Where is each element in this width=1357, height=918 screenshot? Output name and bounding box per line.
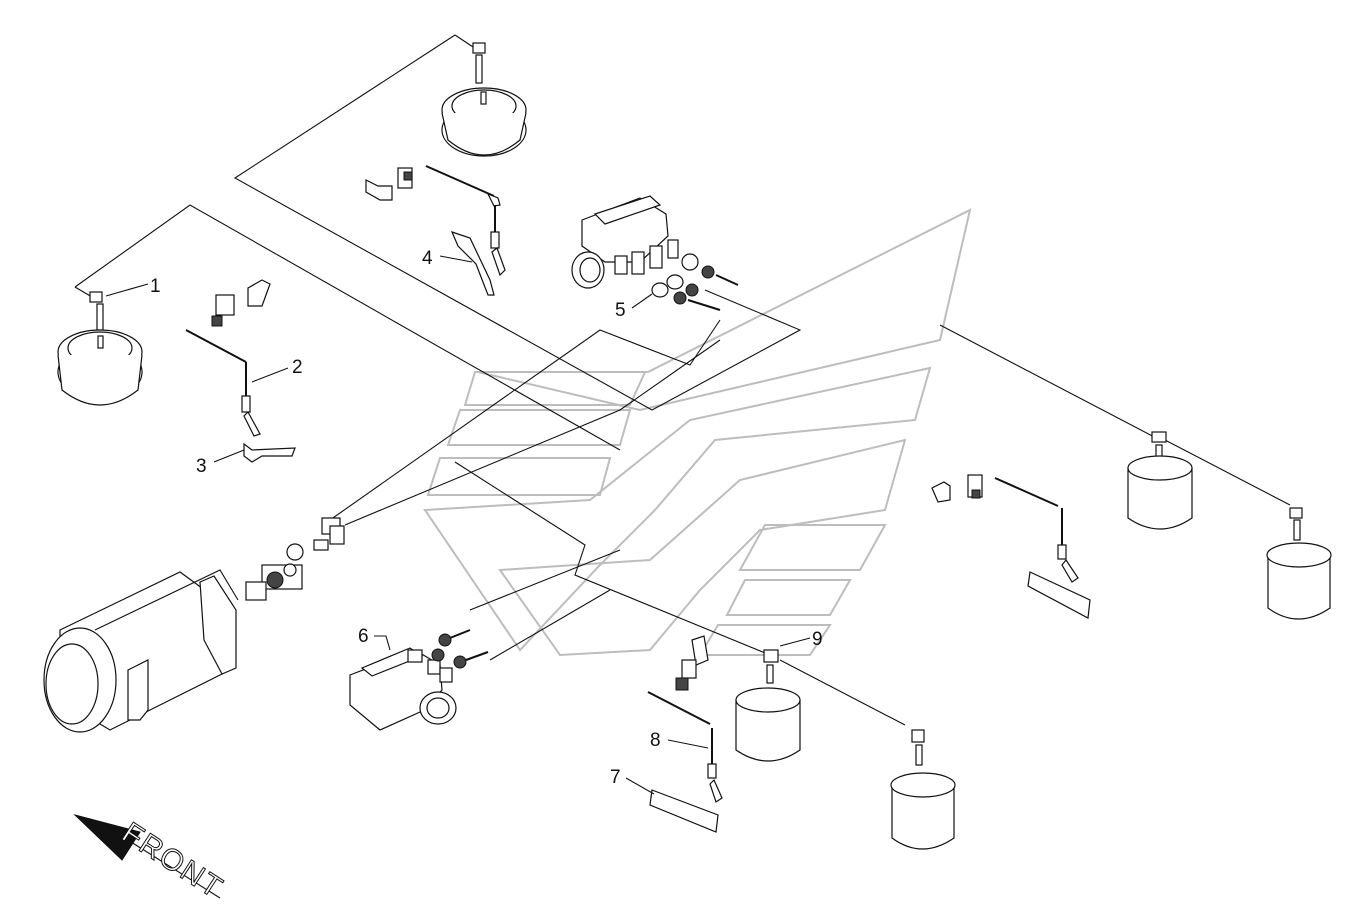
callouts: 1 2 3 4 5 6 7 8 9 [105,248,823,795]
level-valve-right [931,474,1091,619]
callout-7: 7 [610,767,621,788]
air-spring-right-1 [1127,431,1193,530]
level-valve-bottom [647,635,723,833]
callout-2: 2 [292,357,303,378]
valve-block-bottom [349,629,489,731]
air-spring-left [57,286,143,406]
tee-fitting [245,517,345,601]
valve-block-top [571,195,739,311]
air-spring-right-2 [1266,507,1332,620]
callout-5: 5 [615,300,626,321]
air-spring-bottom-1 [735,649,801,762]
air-spring-bottom-2 [890,729,956,850]
front-arrow: FRONT [73,814,230,906]
callout-6: 6 [358,626,369,647]
callout-9: 9 [812,629,823,650]
callout-8: 8 [650,730,661,751]
air-tank [43,569,239,733]
level-valve-left [185,279,296,463]
callout-4: 4 [422,248,433,269]
air-spring-top [441,34,527,157]
front-label: FRONT [116,816,229,905]
callout-1: 1 [150,276,161,297]
level-valve-top [365,165,506,296]
watermark-logo [423,208,972,657]
air-lines [74,34,1291,726]
callout-3: 3 [196,456,207,477]
